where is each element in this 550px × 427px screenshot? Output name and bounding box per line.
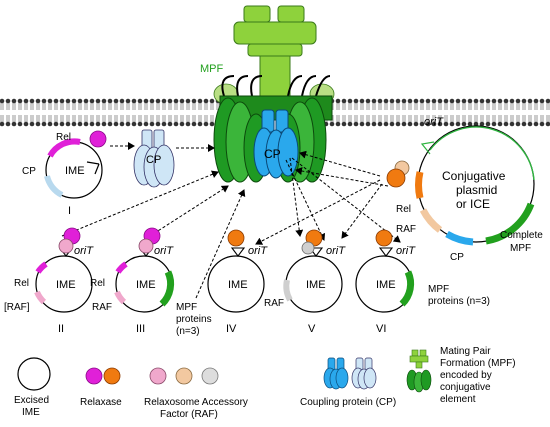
plasmid-label-1: Conjugative xyxy=(442,169,506,183)
conjugative-plasmid xyxy=(415,125,535,246)
orit-label-V: oriT xyxy=(326,245,346,257)
legend-raf-peach xyxy=(175,367,193,385)
relaxase-plasmid xyxy=(386,168,406,188)
orit-label-plasmid: oriT xyxy=(424,116,444,128)
raf-II xyxy=(58,238,74,254)
numeral-III: III xyxy=(136,323,145,335)
legend-excised-2: IME xyxy=(22,407,40,418)
legend-raf-grey xyxy=(201,367,219,385)
module-III xyxy=(114,247,175,313)
mpf-proteins-VI-1: MPF xyxy=(428,284,449,295)
mpf-channel-structure xyxy=(213,75,333,183)
legend-mating-2: Formation (MPF) xyxy=(440,358,516,369)
legend-raf-2: Factor (RAF) xyxy=(160,409,218,420)
legend-mpf-icon xyxy=(406,349,432,393)
rel-label-III: Rel xyxy=(90,278,105,289)
legend-excised-ime-icon xyxy=(17,357,51,391)
mpf-top-structure xyxy=(213,5,335,105)
ime-label-VI: IME xyxy=(376,279,396,291)
ime-label-V: IME xyxy=(306,279,326,291)
raf-label-III: RAF xyxy=(92,302,112,313)
plasmid-label-2: plasmid xyxy=(456,183,497,197)
raf-label-II: [RAF] xyxy=(4,302,30,313)
orit-label-VI: oriT xyxy=(396,245,416,257)
plasmid-label-3: or ICE xyxy=(456,197,490,211)
cp-label-plasmid: CP xyxy=(450,252,464,263)
complete-mpf-label-1: Complete xyxy=(500,230,543,241)
legend-cp-icon xyxy=(323,357,377,390)
legend-raf-1: Relaxosome Accessory xyxy=(144,397,248,408)
ime-label-IV: IME xyxy=(228,279,248,291)
cp-label-standalone: CP xyxy=(146,154,161,166)
module-I xyxy=(44,138,103,199)
module-IV xyxy=(207,247,265,313)
ime-label-III: IME xyxy=(136,279,156,291)
legend-relaxase-orange xyxy=(103,367,121,385)
cp-center-label: CP xyxy=(264,147,281,161)
legend xyxy=(17,349,432,393)
legend-relaxase: Relaxase xyxy=(80,397,122,408)
relaxase-IV xyxy=(227,229,245,247)
rel-label-I: Rel xyxy=(56,132,71,143)
numeral-I: I xyxy=(68,205,71,217)
module-VI xyxy=(355,247,415,313)
orit-label-II: oriT xyxy=(74,245,94,257)
numeral-VI: VI xyxy=(376,323,386,335)
legend-mating-3: encoded by xyxy=(440,370,492,381)
legend-relaxase-magenta xyxy=(85,367,103,385)
raf-III xyxy=(138,238,154,254)
numeral-IV: IV xyxy=(226,323,237,335)
module-V xyxy=(283,247,343,313)
legend-mating-1: Mating Pair xyxy=(440,346,491,357)
interaction-arrows xyxy=(61,142,401,299)
legend-mating-4: conjugative xyxy=(440,382,491,393)
mpf-proteins-III-1: MPF xyxy=(176,302,197,313)
legend-raf-pink xyxy=(149,367,167,385)
numeral-II: II xyxy=(58,323,64,335)
relaxase-I xyxy=(89,130,107,148)
rel-label-II: Rel xyxy=(14,278,29,289)
orit-label-IV: oriT xyxy=(248,245,268,257)
mpf-proteins-III-2: proteins xyxy=(176,314,212,325)
ime-label-I: IME xyxy=(65,165,85,177)
cp-label-I: CP xyxy=(22,166,36,177)
rel-label-plasmid: Rel xyxy=(396,204,411,215)
orit-label-III: oriT xyxy=(154,245,174,257)
raf-label-V: RAF xyxy=(264,298,284,309)
mpf-proteins-VI-2: proteins (n=3) xyxy=(428,296,490,307)
legend-coupling: Coupling protein (CP) xyxy=(300,397,396,408)
mpf-proteins-III-3: (n=3) xyxy=(176,326,200,337)
raf-V xyxy=(301,241,315,255)
mpf-top-label: MPF xyxy=(200,63,224,75)
legend-excised-1: Excised xyxy=(14,395,49,406)
numeral-V: V xyxy=(308,323,316,335)
complete-mpf-label-2: MPF xyxy=(510,243,531,254)
legend-mating-5: element xyxy=(440,394,476,405)
ime-label-II: IME xyxy=(56,279,76,291)
relaxase-VI xyxy=(375,229,393,247)
raf-label-plasmid: RAF xyxy=(396,224,416,235)
coupling-protein-light xyxy=(133,129,175,188)
